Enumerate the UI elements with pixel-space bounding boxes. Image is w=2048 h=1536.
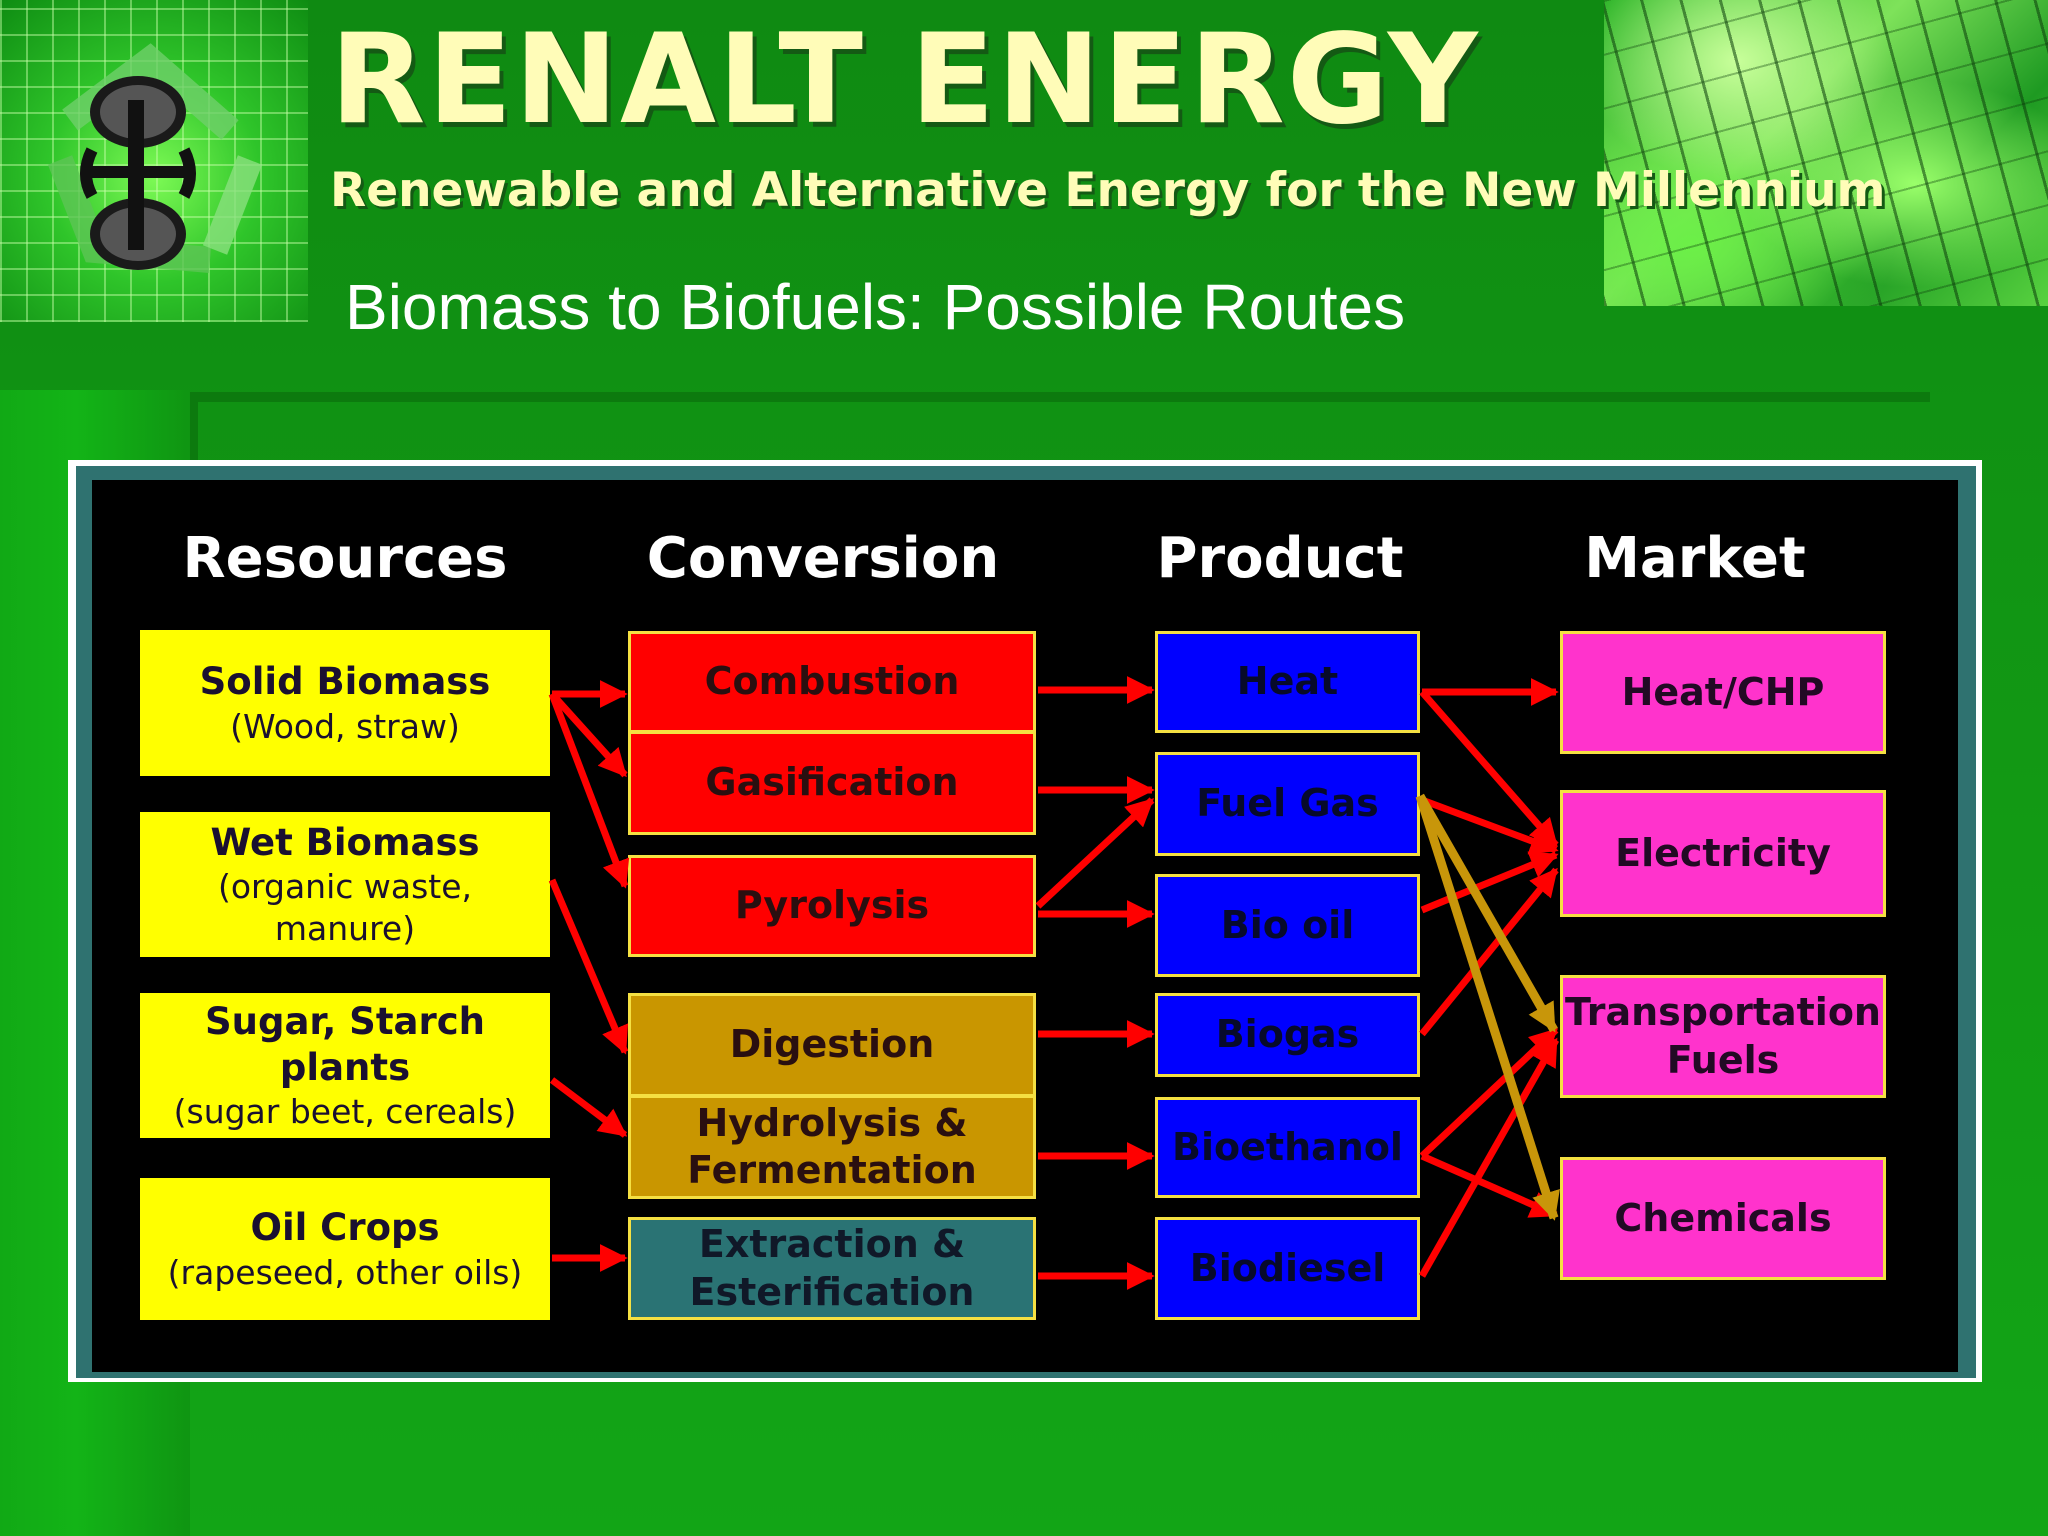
market-label: Electricity [1615,830,1831,875]
resource-examples: (organic waste, manure) [217,867,473,948]
product-bio-oil: Bio oil [1155,874,1420,977]
brand-name: RENALT ENERGY [330,8,1480,152]
resource-wet-biomass: Wet Biomass (organic waste, manure) [140,812,550,957]
conversion-label-line1: Hydrolysis & [696,1100,968,1145]
arrow-fuel-gas-to-transport [1416,793,1558,1033]
market-label: Heat/CHP [1621,669,1825,714]
arrow-biodiesel-to-transport [1418,1037,1560,1278]
conversion-extraction-esterification: Extraction & Esterification [628,1217,1036,1320]
texture-veins [1604,0,2048,306]
market-electricity: Electricity [1560,790,1886,917]
product-fuel-gas: Fuel Gas [1155,752,1420,856]
market-label: Chemicals [1614,1195,1832,1240]
market-label-line1: Transportation [1564,990,1881,1034]
resource-examples: (Wood, straw) [230,706,460,746]
arrow-solid-to-pyrolysis [548,692,630,889]
arrow-bio-oil-to-electricity [1420,851,1559,914]
market-label-line2: Fuels [1666,1037,1780,1082]
arrow-heat-to-electricity [1419,689,1559,848]
decor-rule-stub [190,392,198,462]
resource-oil-crops: Oil Crops (rapeseed, other oils) [140,1178,550,1320]
resource-title: Solid Biomass [199,660,491,704]
conversion-label: Digestion [729,1022,935,1067]
arrow-pyrolysis-to-fuel-gas [1035,797,1155,909]
slide-title: Biomass to Biofuels: Possible Routes [345,271,1406,343]
product-label: Bioethanol [1172,1124,1403,1169]
conversion-pyrolysis: Pyrolysis [628,855,1036,957]
conversion-gasification: Gasification [628,731,1036,835]
plant-cell-texture-image [1604,0,2048,306]
market-chemicals: Chemicals [1560,1157,1886,1280]
decor-rule [190,392,1930,402]
arrow-fuel-gas-to-electricity [1420,796,1559,855]
product-label: Bio oil [1220,902,1355,947]
conversion-label: Combustion [704,659,960,704]
resource-title: Sugar, Starch plants [204,999,485,1089]
conversion-label: Pyrolysis [734,883,930,928]
conversion-label: Gasification [705,760,959,805]
conversion-label-line2: Esterification [689,1269,975,1314]
brand-logo [0,0,308,322]
product-label: Biodiesel [1189,1245,1386,1290]
recycle-symbol-icon [47,43,263,273]
column-heading-conversion: Conversion [646,526,1000,591]
column-heading-resources: Resources [182,526,508,591]
arrow-biogas-to-electricity [1419,867,1559,1037]
product-label: Heat [1236,659,1339,704]
product-label: Biogas [1215,1012,1360,1057]
conversion-hydrolysis-fermentation: Hydrolysis & Fermentation [628,1095,1036,1199]
conversion-label-line1: Extraction & [698,1222,966,1266]
product-biodiesel: Biodiesel [1155,1217,1420,1320]
market-transportation-fuels: Transportation Fuels [1560,975,1886,1098]
arrow-sugar-to-fermentation [549,1077,628,1138]
resource-examples: (rapeseed, other oils) [167,1252,523,1292]
arrow-fuel-gas-to-chemicals [1415,794,1560,1221]
product-label: Fuel Gas [1196,781,1379,826]
arrow-wet-to-digestion [548,878,629,1055]
product-heat: Heat [1155,631,1420,733]
product-bioethanol: Bioethanol [1155,1097,1420,1198]
resource-title: Oil Crops [250,1206,440,1250]
arrow-bioethanol-to-transport [1419,1027,1559,1159]
product-biogas: Biogas [1155,993,1420,1077]
column-heading-market: Market [1584,526,1806,591]
resource-examples: (sugar beet, cereals) [173,1092,517,1132]
market-heat-chp: Heat/CHP [1560,631,1886,754]
brand-tagline: Renewable and Alternative Energy for the… [330,163,1886,218]
column-heading-product: Product [1156,526,1404,591]
resource-sugar-starch: Sugar, Starch plants (sugar beet, cereal… [140,993,550,1138]
resource-solid-biomass: Solid Biomass (Wood, straw) [140,630,550,776]
arrow-solid-to-gasification [549,691,628,778]
conversion-label-line2: Fermentation [687,1148,977,1192]
resource-title: Wet Biomass [210,821,480,865]
